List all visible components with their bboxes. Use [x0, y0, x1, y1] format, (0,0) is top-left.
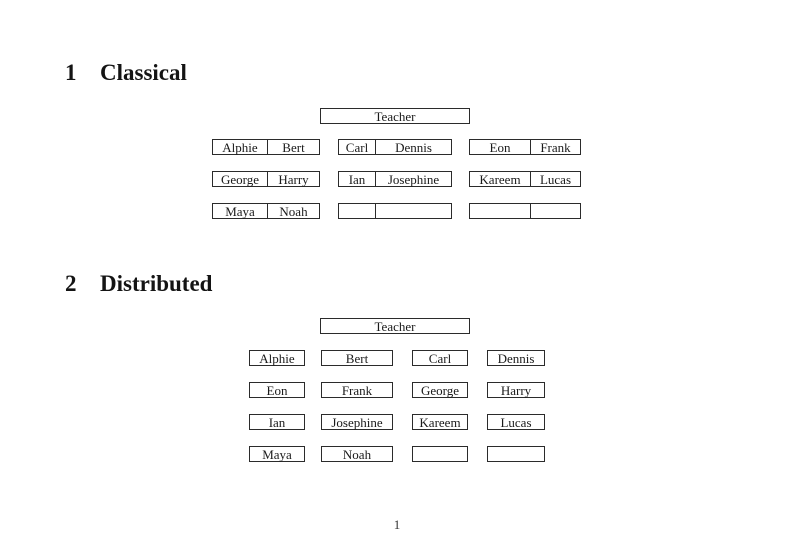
student-name: Lucas [539, 172, 572, 187]
section-heading-distributed: 2 Distributed [65, 272, 212, 295]
student-name: Alphie [213, 140, 268, 155]
desk-pair: Alphie Bert [212, 139, 320, 155]
student-name: Maya [213, 204, 268, 219]
desk-single: Dennis [487, 350, 545, 366]
student-name: Carl [339, 140, 376, 155]
student-name: George [213, 172, 268, 187]
student-name: Josephine [387, 172, 440, 187]
section-title: Classical [100, 60, 187, 85]
student-name: Bert [282, 140, 305, 155]
desk-pair-empty [469, 203, 581, 219]
desk-single: Kareem [412, 414, 468, 430]
desk-pair: Carl Dennis [338, 139, 452, 155]
desk-single: Frank [321, 382, 393, 398]
desk-single: Ian [249, 414, 305, 430]
desk-pair: George Harry [212, 171, 320, 187]
desk-single: Carl [412, 350, 468, 366]
desk-pair: Eon Frank [469, 139, 581, 155]
section-number: 2 [65, 271, 77, 296]
desk-single: Bert [321, 350, 393, 366]
student-name: Dennis [395, 140, 432, 155]
desk-pair: Maya Noah [212, 203, 320, 219]
teacher-box: Teacher [320, 318, 470, 334]
desk-single: Lucas [487, 414, 545, 430]
section-number: 1 [65, 60, 77, 85]
desk-pair: Kareem Lucas [469, 171, 581, 187]
desk-pair-empty [338, 203, 452, 219]
student-name [470, 204, 531, 218]
student-name: Ian [339, 172, 376, 187]
desk-single: Harry [487, 382, 545, 398]
desk-single-empty [487, 446, 545, 462]
teacher-box: Teacher [320, 108, 470, 124]
page-number: 1 [393, 517, 401, 532]
student-name [376, 204, 451, 218]
desk-single: Eon [249, 382, 305, 398]
student-name: Frank [540, 140, 571, 155]
desk-single-empty [412, 446, 468, 462]
desk-single: Maya [249, 446, 305, 462]
section-title: Distributed [100, 271, 213, 296]
desk-single: Josephine [321, 414, 393, 430]
student-name: Noah [279, 204, 308, 219]
student-name [339, 204, 376, 218]
desk-pair: Ian Josephine [338, 171, 452, 187]
desk-single: George [412, 382, 468, 398]
student-name: Harry [278, 172, 309, 187]
desk-single: Alphie [249, 350, 305, 366]
student-name: Kareem [470, 172, 531, 187]
student-name: Eon [470, 140, 531, 155]
section-heading-classical: 1 Classical [65, 61, 187, 84]
desk-single: Noah [321, 446, 393, 462]
student-name [531, 204, 580, 218]
